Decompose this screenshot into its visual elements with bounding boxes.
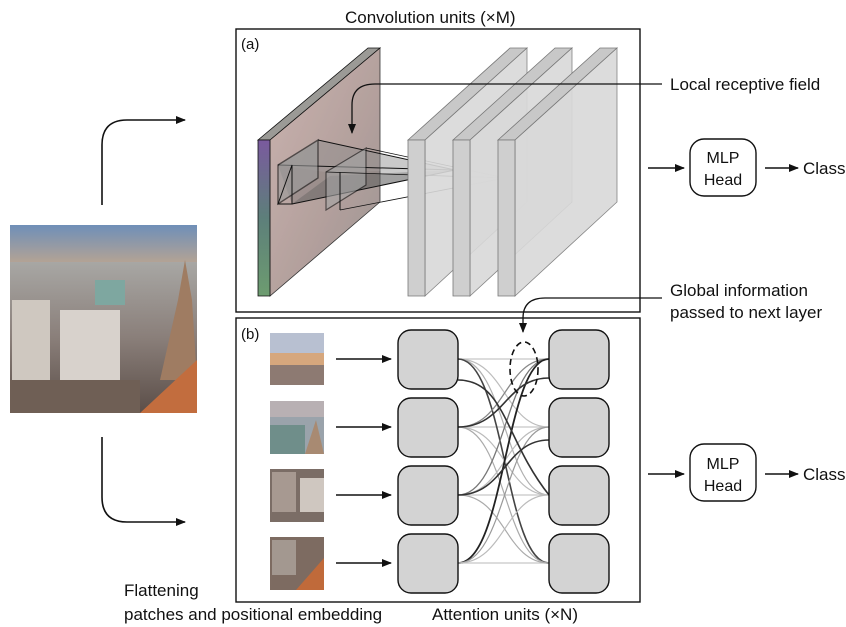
- attention-units-caption: Attention units (×N): [432, 605, 578, 624]
- mlp-b-line2: Head: [704, 478, 742, 495]
- arrow-to-attention: [101, 437, 186, 526]
- global-info-line1: Global information: [670, 281, 808, 300]
- flatten-caption-line1: Flattening: [124, 581, 199, 600]
- patch-3: [270, 469, 324, 522]
- class-label-a: Class: [803, 159, 846, 178]
- patch-4: [270, 537, 324, 590]
- global-info-ellipse: [509, 341, 539, 397]
- conv-units-title: Convolution units (×M): [345, 8, 516, 27]
- local-field-label: Local receptive field: [670, 75, 820, 94]
- global-info-pointer: [519, 297, 662, 333]
- patch-2: [270, 401, 324, 454]
- mlp-head-a: MLP Head: [689, 138, 757, 197]
- mlp-a-line1: MLP: [707, 150, 740, 167]
- class-label-b: Class: [803, 465, 846, 484]
- patch-1: [270, 333, 324, 385]
- panel-a-box: [235, 28, 641, 313]
- mlp-head-b: MLP Head: [689, 443, 757, 502]
- input-city-image: [10, 225, 197, 413]
- mlp-b-line1: MLP: [707, 456, 740, 473]
- attention-nodes-right: [548, 329, 610, 594]
- conv-layer-planes: [406, 47, 619, 297]
- patch-arrows: [336, 355, 392, 567]
- mlp-a-line2: Head: [704, 172, 742, 189]
- panel-b-label: (b): [241, 326, 259, 343]
- image-patches: [270, 333, 324, 590]
- attention-connections: [457, 358, 550, 564]
- panel-b-box: [235, 317, 641, 603]
- attention-nodes-left: [397, 329, 459, 594]
- local-field-pointer: [348, 83, 662, 134]
- arrow-to-conv: [101, 116, 186, 205]
- flatten-caption-line2: patches and positional embedding: [124, 605, 382, 624]
- global-info-line2: passed to next layer: [670, 303, 822, 322]
- panel-a-label: (a): [241, 36, 259, 53]
